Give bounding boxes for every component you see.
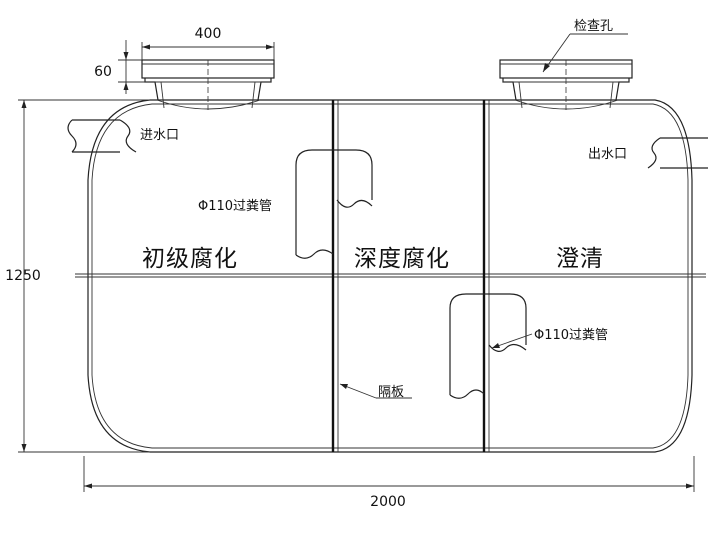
manhole-left bbox=[141, 59, 275, 110]
zone-primary-label: 初级腐化 bbox=[142, 246, 238, 272]
zone-clarify-label: 澄清 bbox=[556, 246, 604, 272]
outlet-label: 出水口 bbox=[588, 147, 627, 162]
dim-riser bbox=[118, 40, 145, 94]
partition-label: 隔板 bbox=[378, 385, 404, 400]
inlet-pipe bbox=[67, 119, 137, 153]
transfer-pipe-right bbox=[449, 293, 527, 399]
pipe-right-label: Φ110过粪管 bbox=[534, 328, 608, 343]
pipe-left-label: Φ110过粪管 bbox=[198, 199, 272, 214]
manhole-right bbox=[499, 59, 633, 110]
inlet-label: 进水口 bbox=[140, 128, 179, 143]
leader-pipe-right bbox=[491, 333, 533, 349]
outlet-pipe bbox=[647, 137, 708, 169]
dim-riser-label: 60 bbox=[94, 64, 112, 80]
dim-height bbox=[18, 99, 150, 453]
leader-partition bbox=[339, 383, 412, 399]
dim-length bbox=[83, 456, 695, 492]
zone-secondary-label: 深度腐化 bbox=[354, 246, 450, 272]
leader-inspection bbox=[542, 33, 628, 73]
dim-top-width bbox=[141, 42, 275, 60]
tank-inner-outline bbox=[91, 103, 689, 449]
dim-height-label: 1250 bbox=[5, 268, 41, 284]
inspection-hole-label: 检查孔 bbox=[574, 19, 613, 34]
dim-length-label: 2000 bbox=[370, 494, 406, 510]
dim-top-width-label: 400 bbox=[195, 26, 222, 42]
tank-outline bbox=[87, 99, 693, 453]
transfer-pipe-left bbox=[295, 149, 373, 259]
